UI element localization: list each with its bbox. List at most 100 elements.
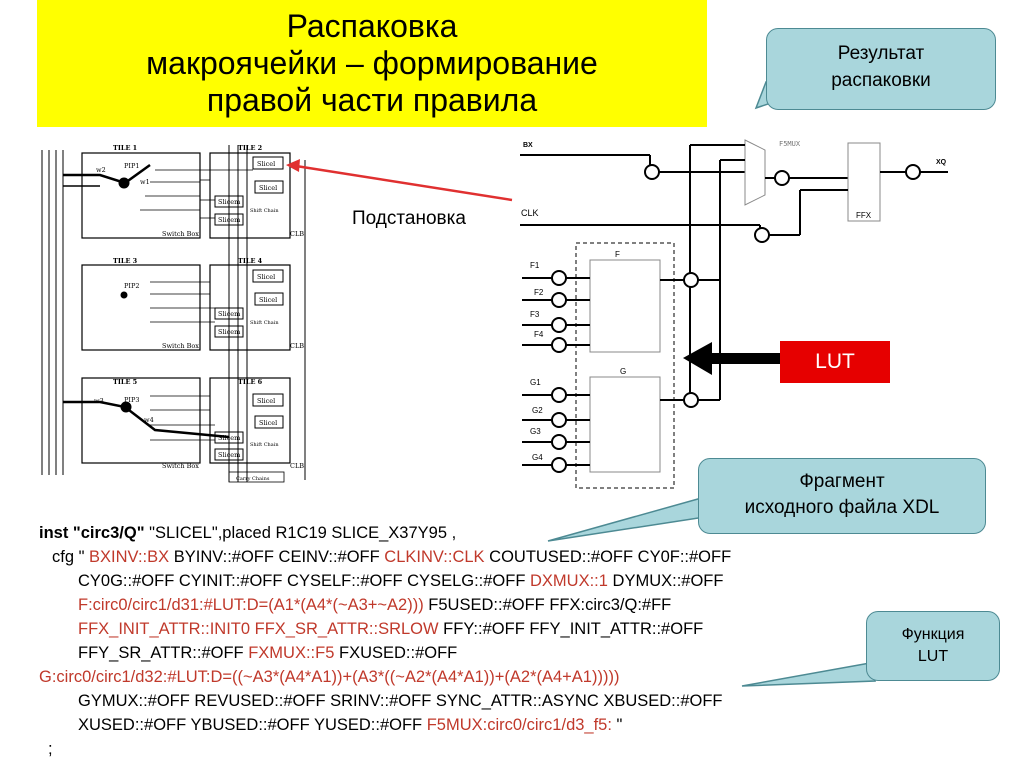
code-segment: DYMUX::#OFF <box>607 572 724 590</box>
tile-2-slicel-1-label: Slicel <box>257 160 275 168</box>
clb-2-label: CLB <box>290 342 304 350</box>
tile-2-slicem-1-label: Slicem <box>218 198 240 206</box>
tile-2-slicem-2 <box>214 213 244 226</box>
tile-4-label: TILE 4 <box>238 257 263 265</box>
tile-2-slicem-2-label: Slicem <box>218 216 240 224</box>
tile-6-chain-label: Shift Chain <box>250 442 279 448</box>
code-line: FFY_SR_ATTR::#OFF FXMUX::F5 FXUSED::#OFF <box>78 642 457 665</box>
tile-4-clb <box>209 264 291 351</box>
code-line: cfg " BXINV::BX BYINV::#OFF CEINV::#OFF … <box>52 546 731 569</box>
carry-chain-box <box>228 471 285 483</box>
tile-6-clb <box>209 377 291 464</box>
tile-2-slicel-1 <box>252 156 284 170</box>
tile-6-slicem-2 <box>214 448 244 461</box>
code-line: CY0G::#OFF CYINIT::#OFF CYSELF::#OFF CYS… <box>78 570 723 593</box>
code-segment: F5MUX:circ0/circ1/d3_f5: <box>426 716 612 734</box>
substitution-arrow-line <box>295 164 513 202</box>
result-callout-line-1: Результат <box>837 43 925 64</box>
lut-function-callout-line-1: Функция <box>901 626 965 643</box>
tile-4-slicem-1-label: Slicem <box>218 310 240 318</box>
code-line: XUSED::#OFF YBUSED::#OFF YUSED::#OFF F5M… <box>78 714 622 737</box>
lut-function-callout: Функция LUT <box>866 611 1000 681</box>
switch-box-1-label: Switch Box <box>162 230 199 238</box>
tile-6-slicel-2-label: Slicel <box>259 419 277 427</box>
pip1-label: PIP1 <box>124 162 139 170</box>
w1-label: w1 <box>140 178 150 186</box>
code-segment: CLKINV::CLK <box>384 548 485 566</box>
bx-label: BX <box>523 142 533 149</box>
tile-3-label: TILE 3 <box>113 257 138 265</box>
right-diagram-labels: BX CLK XQ F5MUX FFX F G F1 F2 F3 F4 G1 G… <box>521 140 947 462</box>
code-segment: "SLICEL",placed R1C19 SLICE_X37Y95 , <box>144 524 457 542</box>
code-segment: FXMUX::F5 <box>248 644 335 662</box>
lut-arrow-shaft <box>710 353 780 364</box>
xq-label: XQ <box>936 159 947 166</box>
g1-label: G1 <box>530 378 541 387</box>
tile-2-chain-label: Shift Chain <box>250 208 279 214</box>
code-line: G:circ0/circ1/d32:#LUT:D=((~A3*(A4*A1))+… <box>39 666 619 689</box>
tile-6-slicem-1-label: Slicem <box>218 434 240 442</box>
g3-label: G3 <box>530 427 541 436</box>
tile-2-slicel-2 <box>254 180 284 194</box>
tile-2-clb <box>209 152 291 239</box>
lut-function-callout-line-2: LUT <box>917 648 949 665</box>
code-line: ; <box>48 738 53 761</box>
result-callout: Результат распаковки <box>766 28 996 110</box>
code-segment: ; <box>48 740 53 758</box>
tile-1-label: TILE 1 <box>113 144 137 152</box>
lut-box-label: LUT <box>815 350 855 373</box>
title-box: Распаковка макроячейки – формирование пр… <box>37 0 707 127</box>
tile-1-switch-box <box>81 152 201 239</box>
lut-g-label: G <box>620 367 626 376</box>
code-segment: G:circ0/circ1/d32:#LUT:D=((~A3*(A4*A1))+… <box>39 668 620 686</box>
code-segment: BXINV::BX <box>89 548 170 566</box>
right-diagram <box>520 139 948 489</box>
fragment-callout-line-1: Фрагмент <box>799 471 885 492</box>
code-segment: FFY_SR_ATTR::#OFF <box>78 644 249 662</box>
code-segment: COUTUSED::#OFF CY0F::#OFF <box>484 548 732 566</box>
tile-6-slicel-2 <box>254 415 284 429</box>
w4-label: w4 <box>144 416 154 424</box>
clb-3-label: CLB <box>290 462 304 470</box>
code-line: FFX_INIT_ATTR::INIT0 FFX_SR_ATTR::SRLOW … <box>78 618 703 641</box>
code-segment: cfg " <box>52 548 90 566</box>
code-segment: BYINV::#OFF CEINV::#OFF <box>169 548 385 566</box>
substitution-arrow-head <box>286 159 300 172</box>
g4-label: G4 <box>532 453 543 462</box>
tile-6-slicem-2-label: Slicem <box>218 451 240 459</box>
code-segment: FXUSED::#OFF <box>334 644 458 662</box>
tile-6-slicel-1-label: Slicel <box>257 397 275 405</box>
title-line-2: макроячейки – формирование <box>146 45 598 81</box>
code-segment: F5USED::#OFF FFX:circ3/Q:#FF <box>423 596 672 614</box>
title-line-1: Распаковка <box>286 8 458 44</box>
tile-6-label: TILE 6 <box>238 378 263 386</box>
lut-box: LUT <box>780 341 890 383</box>
f2-label: F2 <box>534 288 544 297</box>
code-segment: F:circ0/circ1/d31:#LUT:D=(A1*(A4*(~A3+~A… <box>78 596 424 614</box>
carry-chain-label: Carry Chains <box>236 476 270 482</box>
clk-label: CLK <box>521 208 539 218</box>
code-segment: inst "circ3/Q" <box>39 524 145 542</box>
w3-label: w3 <box>94 397 104 405</box>
fragment-callout: Фрагмент исходного файла XDL <box>698 458 986 534</box>
tile-5-label: TILE 5 <box>113 378 138 386</box>
tile-6-slicel-1 <box>252 393 284 407</box>
tile-4-slicel-2-label: Slicel <box>259 296 277 304</box>
lut-arrow-head <box>683 342 712 375</box>
code-line: inst "circ3/Q" "SLICEL",placed R1C19 SLI… <box>39 522 456 545</box>
clb-1-label: CLB <box>290 230 304 238</box>
tile-5-switch-box <box>81 377 201 464</box>
switch-box-2-label: Switch Box <box>162 342 199 350</box>
pip3-label: PIP3 <box>124 396 139 404</box>
f3-label: F3 <box>530 310 540 319</box>
substitution-label: Подстановка <box>352 208 466 229</box>
tile-4-chain-label: Shift Chain <box>250 320 279 326</box>
tile-4-slicem-2 <box>214 325 244 338</box>
tile-2-label: TILE 2 <box>238 144 262 152</box>
result-callout-line-2: распаковки <box>831 70 931 91</box>
lut-f-label: F <box>615 250 620 259</box>
pip2-label: PIP2 <box>124 282 139 290</box>
f1-label: F1 <box>530 261 540 270</box>
f4-label: F4 <box>534 330 544 339</box>
code-segment: " <box>611 716 623 734</box>
